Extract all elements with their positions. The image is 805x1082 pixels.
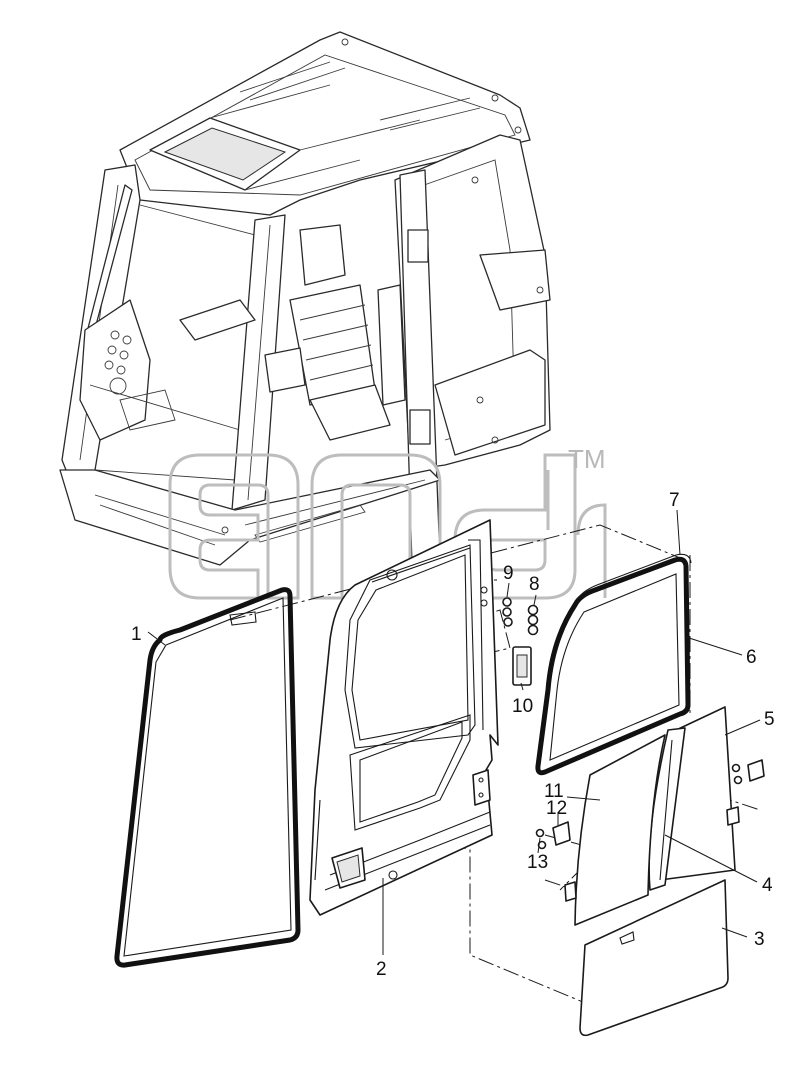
callout-2: 2 — [376, 959, 387, 980]
callout-3: 3 — [754, 929, 765, 950]
callout-10: 10 — [512, 696, 533, 717]
callout-13: 13 — [527, 852, 548, 873]
operator-cab — [59, 31, 551, 566]
callout-labels: 1 2 3 4 5 6 7 8 9 10 11 12 13 — [131, 490, 775, 980]
part-2-door-frame — [309, 519, 499, 916]
callout-12: 12 — [546, 798, 567, 819]
part-12-bracket — [552, 759, 765, 846]
part-1-front-glass — [114, 587, 301, 968]
callout-4: 4 — [762, 875, 773, 896]
part-11-lower-door-glass — [574, 734, 666, 926]
part-8-nuts — [527, 604, 539, 636]
rail-stoppers — [564, 806, 740, 902]
part-13-screw — [535, 763, 743, 850]
callout-9: 9 — [503, 563, 514, 584]
trademark-symbol: TM — [568, 444, 606, 474]
callout-11: 11 — [544, 781, 564, 802]
part-7-weather-seal — [576, 553, 692, 601]
callout-7: 7 — [669, 490, 680, 511]
part-3-bottom-panel — [579, 879, 729, 1037]
callout-5: 5 — [764, 709, 775, 730]
part-6-upper-door-glass — [535, 556, 691, 776]
part-10-latch — [512, 646, 532, 686]
callout-8: 8 — [529, 574, 540, 595]
callout-1: 1 — [131, 624, 142, 645]
leader-lines — [147, 509, 761, 955]
part-9-washers — [502, 597, 513, 627]
vent-grille — [104, 330, 132, 395]
callout-6: 6 — [746, 647, 757, 668]
